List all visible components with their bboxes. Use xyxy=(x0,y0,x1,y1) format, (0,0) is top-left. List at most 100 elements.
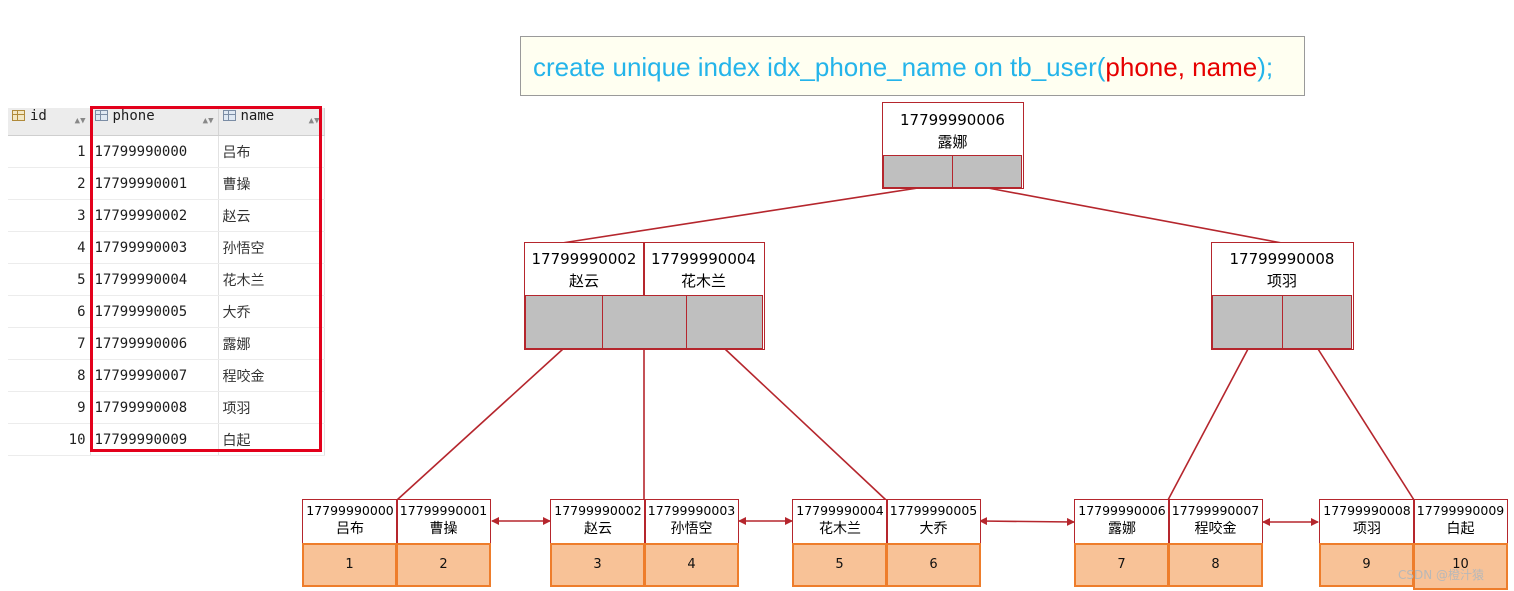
key-divider xyxy=(644,500,646,543)
key-phone: 17799990002 xyxy=(531,250,637,268)
cell-phone[interactable]: 17799990005 xyxy=(90,295,219,328)
key-name: 露娜 xyxy=(937,133,968,151)
sql-statement: create unique index idx_phone_name on tb… xyxy=(520,36,1305,96)
key-phone: 17799990002 xyxy=(554,503,642,518)
key-name: 赵云 xyxy=(568,272,599,290)
cell-id[interactable]: 7 xyxy=(8,327,91,360)
child-pointer xyxy=(1212,295,1283,349)
key-name: 孙悟空 xyxy=(670,521,713,537)
internal-node-left: 17799990002 赵云 17799990004 花木兰 xyxy=(524,242,765,350)
child-pointer xyxy=(952,155,1022,188)
key-phone: 17799990005 xyxy=(889,503,978,518)
cell-id[interactable]: 5 xyxy=(8,263,91,296)
edge-left-leaf1 xyxy=(396,348,564,501)
key-divider xyxy=(396,500,398,543)
row-data-id: 10 xyxy=(1413,543,1508,590)
index-key: 17799990002 赵云 xyxy=(551,502,645,538)
key-phone: 17799990006 xyxy=(900,111,1005,129)
row-data-id: 6 xyxy=(886,543,981,587)
cell-phone[interactable]: 17799990000 xyxy=(90,135,219,168)
cell-phone[interactable]: 17799990004 xyxy=(90,263,219,296)
key-name: 曹操 xyxy=(429,521,458,537)
edge-left-leaf3 xyxy=(724,348,887,501)
leaf-link-3-4 xyxy=(979,517,1075,526)
child-pointer xyxy=(525,295,603,349)
cell-phone[interactable]: 17799990002 xyxy=(90,199,219,232)
cell-name[interactable]: 赵云 xyxy=(218,199,325,232)
cell-name[interactable]: 吕布 xyxy=(218,135,325,168)
row-data-id: 8 xyxy=(1168,543,1263,587)
cell-id[interactable]: 9 xyxy=(8,391,91,424)
edge-root-right xyxy=(987,187,1283,244)
cell-phone[interactable]: 17799990003 xyxy=(90,231,219,264)
key-phone: 17799990003 xyxy=(647,503,736,518)
cell-name[interactable]: 程咬金 xyxy=(218,359,325,392)
row-data-id: 4 xyxy=(644,543,739,587)
cell-name[interactable]: 花木兰 xyxy=(218,263,325,296)
index-key: 17799990008 项羽 xyxy=(1212,248,1352,292)
cell-id[interactable]: 1 xyxy=(8,135,91,168)
child-pointer xyxy=(602,295,687,349)
table-column-icon xyxy=(94,110,108,121)
sort-arrows-icon[interactable]: ▲▼ xyxy=(308,116,320,126)
key-name: 花木兰 xyxy=(819,521,861,537)
sort-arrows-icon[interactable]: ▲▼ xyxy=(202,116,214,126)
row-data-id: 2 xyxy=(396,543,491,587)
cell-name[interactable]: 大乔 xyxy=(218,295,325,328)
sql-index-columns: phone, name xyxy=(1105,52,1258,82)
cell-phone[interactable]: 17799990008 xyxy=(90,391,219,424)
root-node: 17799990006 露娜 xyxy=(882,102,1024,189)
cell-id[interactable]: 2 xyxy=(8,167,91,200)
cell-phone[interactable]: 17799990007 xyxy=(90,359,219,392)
column-header-phone[interactable]: phone▲▼ xyxy=(90,108,219,136)
column-label: id xyxy=(30,108,47,124)
key-name: 白起 xyxy=(1446,521,1475,537)
key-divider xyxy=(1413,500,1415,543)
index-key: 17799990005 大乔 xyxy=(887,502,980,538)
cell-name[interactable]: 孙悟空 xyxy=(218,231,325,264)
cell-phone[interactable]: 17799990001 xyxy=(90,167,219,200)
sort-arrows-icon[interactable]: ▲▼ xyxy=(74,116,86,126)
column-header-name[interactable]: name ▲▼ xyxy=(218,108,325,136)
cell-phone[interactable]: 17799990006 xyxy=(90,327,219,360)
column-label: name xyxy=(240,108,275,124)
key-phone: 17799990004 xyxy=(651,250,756,268)
key-phone: 17799990000 xyxy=(306,503,394,518)
key-name: 赵云 xyxy=(584,521,612,537)
child-pointer xyxy=(883,155,953,188)
cell-name[interactable]: 曹操 xyxy=(218,167,325,200)
edge-right-leaf4 xyxy=(1167,348,1249,501)
cell-name[interactable]: 项羽 xyxy=(218,391,325,424)
key-phone: 17799990008 xyxy=(1229,250,1335,268)
cell-id[interactable]: 6 xyxy=(8,295,91,328)
cell-name[interactable]: 露娜 xyxy=(218,327,325,360)
key-name: 大乔 xyxy=(919,521,948,537)
cell-id[interactable]: 10 xyxy=(8,423,91,456)
column-header-id[interactable]: id ▲▼ xyxy=(8,108,91,136)
cell-id[interactable]: 3 xyxy=(8,199,91,232)
sql-suffix: ); xyxy=(1257,52,1274,82)
cell-id[interactable]: 8 xyxy=(8,359,91,392)
cell-id[interactable]: 4 xyxy=(8,231,91,264)
